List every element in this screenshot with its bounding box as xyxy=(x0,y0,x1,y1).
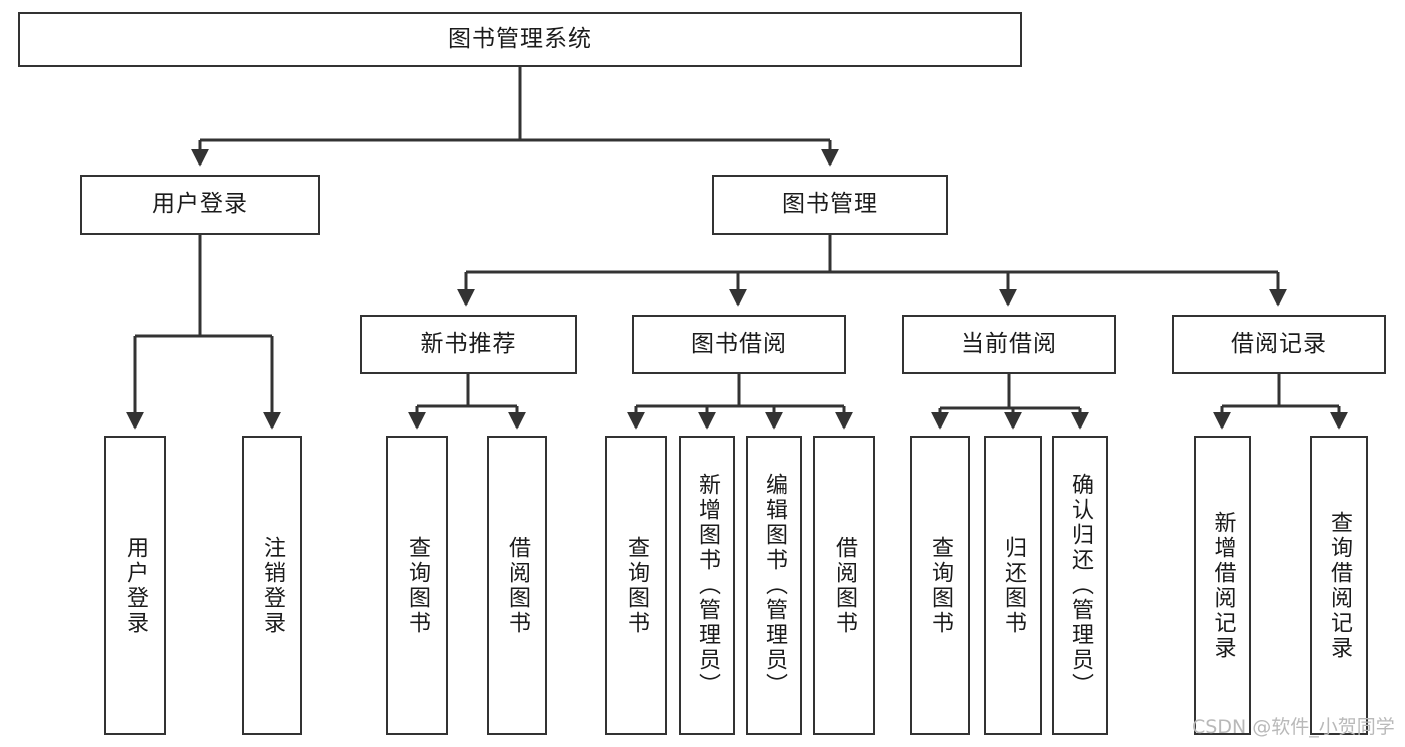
leaf-add-book-admin-label: 新增图书（管理员） xyxy=(694,473,720,698)
node-current-borrow[interactable]: 当前借阅 xyxy=(902,315,1116,374)
node-borrow-record-label: 借阅记录 xyxy=(1231,330,1327,357)
leaf-confirm-return-admin[interactable]: 确认归还（管理员） xyxy=(1052,436,1108,735)
csdn-watermark: CSDN @软件_小贺同学 xyxy=(1192,716,1395,738)
leaf-user-login-label: 用户登录 xyxy=(122,535,148,636)
leaf-query-book-current[interactable]: 查询图书 xyxy=(910,436,970,735)
leaf-logout-label: 注销登录 xyxy=(259,535,285,636)
leaf-add-book-admin[interactable]: 新增图书（管理员） xyxy=(679,436,735,735)
leaf-return-book-label: 归还图书 xyxy=(1000,535,1026,636)
node-book-management[interactable]: 图书管理 xyxy=(712,175,948,235)
node-root-label: 图书管理系统 xyxy=(448,25,592,52)
leaf-return-book[interactable]: 归还图书 xyxy=(984,436,1042,735)
node-book-borrow[interactable]: 图书借阅 xyxy=(632,315,846,374)
node-borrow-record[interactable]: 借阅记录 xyxy=(1172,315,1386,374)
node-root[interactable]: 图书管理系统 xyxy=(18,12,1022,67)
node-book-management-label: 图书管理 xyxy=(782,191,878,218)
node-current-borrow-label: 当前借阅 xyxy=(961,330,1057,357)
node-user-login[interactable]: 用户登录 xyxy=(80,175,320,235)
leaf-query-borrow-record[interactable]: 查询借阅记录 xyxy=(1310,436,1368,735)
leaf-add-borrow-record[interactable]: 新增借阅记录 xyxy=(1194,436,1251,735)
leaf-borrow-book-label: 借阅图书 xyxy=(831,535,857,636)
leaf-confirm-return-admin-label: 确认归还（管理员） xyxy=(1067,473,1093,698)
node-user-login-label: 用户登录 xyxy=(152,191,248,218)
node-new-book-recommend-label: 新书推荐 xyxy=(420,330,517,357)
leaf-borrow-book-recommend[interactable]: 借阅图书 xyxy=(487,436,547,735)
leaf-query-book-recommend[interactable]: 查询图书 xyxy=(386,436,448,735)
node-new-book-recommend[interactable]: 新书推荐 xyxy=(360,315,577,374)
leaf-query-book-current-label: 查询图书 xyxy=(927,535,953,636)
leaf-edit-book-admin-label: 编辑图书（管理员） xyxy=(761,473,787,698)
node-book-borrow-label: 图书借阅 xyxy=(691,330,787,357)
leaf-query-book-borrow[interactable]: 查询图书 xyxy=(605,436,667,735)
leaf-logout[interactable]: 注销登录 xyxy=(242,436,302,735)
leaf-borrow-book[interactable]: 借阅图书 xyxy=(813,436,875,735)
leaf-user-login[interactable]: 用户登录 xyxy=(104,436,166,735)
leaf-query-book-borrow-label: 查询图书 xyxy=(623,535,649,636)
leaf-query-borrow-record-label: 查询借阅记录 xyxy=(1326,510,1352,661)
leaf-query-book-recommend-label: 查询图书 xyxy=(404,535,430,636)
leaf-borrow-book-recommend-label: 借阅图书 xyxy=(504,535,530,636)
leaf-edit-book-admin[interactable]: 编辑图书（管理员） xyxy=(746,436,802,735)
leaf-add-borrow-record-label: 新增借阅记录 xyxy=(1210,510,1236,661)
